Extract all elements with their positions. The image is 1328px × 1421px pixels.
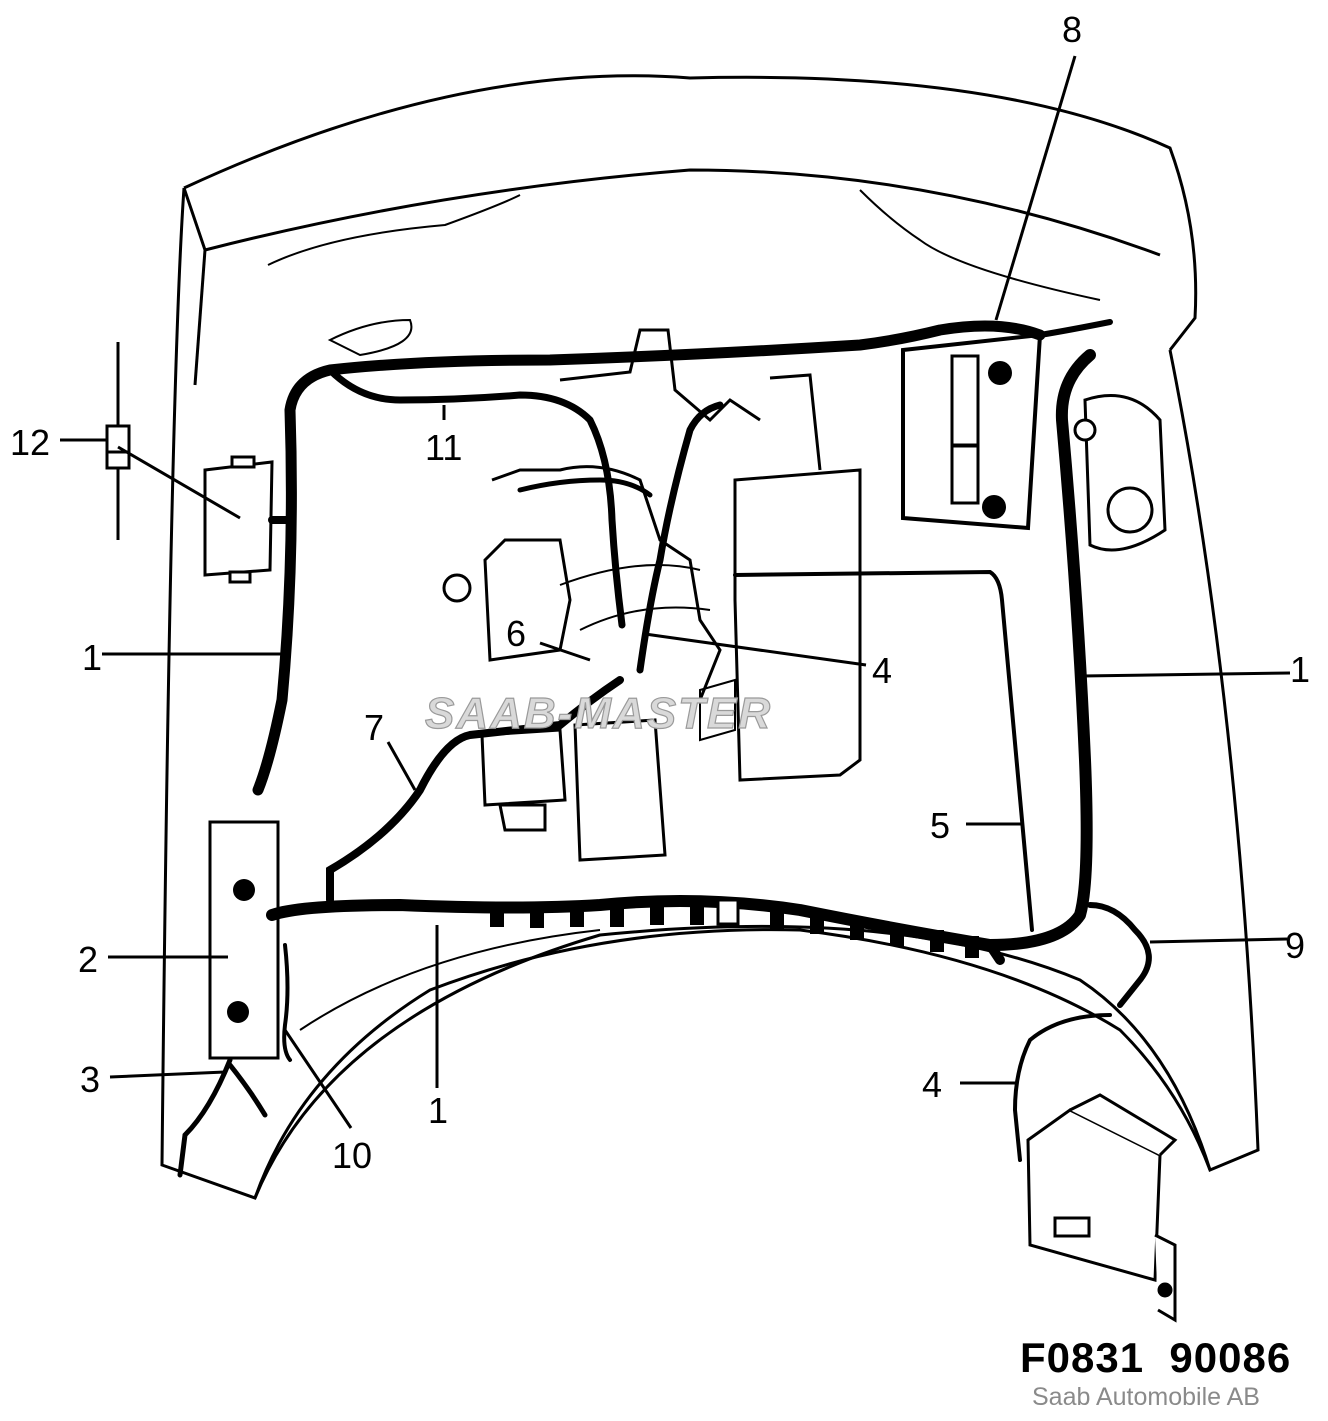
callout-10: 10 <box>332 1135 372 1176</box>
callout-6: 6 <box>506 613 526 654</box>
callout-4b: 4 <box>922 1064 942 1105</box>
harness-clips <box>490 898 979 958</box>
callout-2: 2 <box>78 939 98 980</box>
callout-11: 11 <box>425 427 462 468</box>
fuse-box <box>208 820 280 1060</box>
callout-12: 12 <box>10 422 50 463</box>
callout-1a: 1 <box>82 637 102 678</box>
callout-9: 9 <box>1285 925 1305 966</box>
branch-harnesses <box>177 401 1152 1178</box>
leader-lines <box>60 55 1291 1129</box>
callout-4a: 4 <box>872 650 892 691</box>
figure-code: F0831 90086 <box>1020 1334 1292 1381</box>
watermark-text: SAAB-MASTER <box>425 689 772 738</box>
engine-assembly <box>442 328 862 782</box>
callout-1c: 1 <box>428 1090 448 1131</box>
right-lamp <box>1073 394 1167 552</box>
relay-blocks <box>480 718 667 862</box>
inline-fuse-holder <box>105 342 131 540</box>
copyright-text: Saab Automobile AB <box>1032 1383 1260 1411</box>
callout-5: 5 <box>930 805 950 846</box>
callout-1b: 1 <box>1290 649 1310 690</box>
left-control-unit <box>203 455 274 584</box>
callout-labels: 1 1 1 2 3 4 4 5 6 7 8 9 10 11 12 <box>10 9 1310 1176</box>
control-module <box>1026 1093 1178 1323</box>
battery <box>901 332 1043 531</box>
callout-7: 7 <box>364 707 384 748</box>
callout-3: 3 <box>80 1059 100 1100</box>
callout-8: 8 <box>1062 9 1082 50</box>
